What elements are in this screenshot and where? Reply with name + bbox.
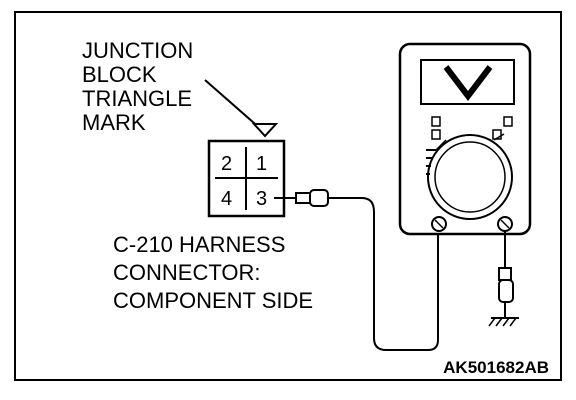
meter-display (420, 59, 515, 105)
connector-pin-2: 2 (221, 153, 232, 175)
ground-lead (498, 231, 514, 318)
callout-line-2: BLOCK (82, 62, 157, 87)
figure-code: AK501682AB (443, 358, 549, 377)
test-lead-wire (328, 197, 439, 351)
harness-label-line-3: COMPONENT SIDE (113, 288, 313, 313)
test-probe (274, 189, 329, 207)
connector-pin-1: 1 (256, 153, 267, 175)
ground-symbol-icon (488, 317, 519, 327)
callout-leader-line (204, 79, 263, 131)
harness-label-line-2: CONNECTOR: (113, 260, 261, 285)
callout-line-4: MARK (82, 110, 146, 135)
figure-border (14, 11, 562, 381)
junction-connector: 2 1 4 3 (207, 139, 286, 218)
callout-line-1: JUNCTION (82, 38, 193, 63)
harness-label-line-1: C-210 HARNESS (113, 232, 285, 257)
voltmeter-v-icon (443, 65, 493, 101)
callout-line-3: TRIANGLE (82, 86, 192, 111)
connector-pin-4: 4 (221, 188, 232, 210)
voltmeter (398, 42, 532, 236)
meter-dial (427, 134, 513, 220)
connector-pin-3: 3 (256, 188, 267, 210)
junction-triangle-mark (251, 123, 279, 138)
